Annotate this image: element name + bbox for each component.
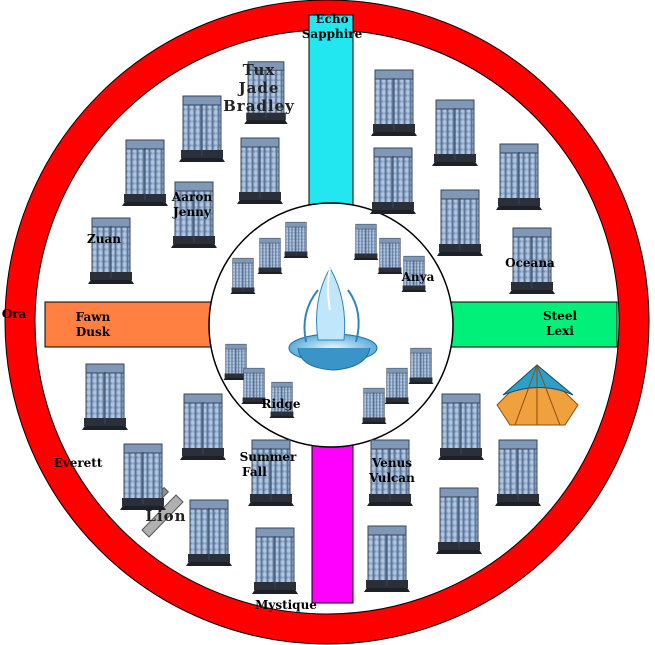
label-fawn: Fawn [75, 310, 111, 324]
building-icon [436, 189, 484, 256]
building-icon [230, 257, 256, 294]
building-icon [363, 525, 411, 592]
label-venus-vulcan: Venus Vulcan [362, 456, 422, 486]
building-icon [179, 393, 227, 460]
label-venus: Venus [371, 456, 413, 470]
building-icon [283, 221, 309, 258]
label-jenny: Jenny [173, 205, 211, 219]
building-icon [121, 139, 169, 206]
building-icon [353, 223, 379, 260]
road-east [449, 301, 618, 348]
label-top-left-tower: Tux Jade Bradley [214, 61, 304, 115]
building-icon [185, 499, 233, 566]
building-icon [370, 69, 418, 136]
label-jade: Jade [238, 79, 280, 97]
label-tux: Tux [242, 61, 276, 79]
ring-outer-edge [4, 0, 650, 645]
label-summer: Summer [239, 450, 297, 464]
building-icon [257, 237, 283, 274]
label-west-road: Fawn Dusk [68, 310, 118, 340]
building-icon [361, 387, 387, 424]
building-icon [384, 367, 410, 404]
building-icon [431, 99, 479, 166]
label-fall: Fall [242, 465, 267, 479]
building-icon [408, 347, 434, 384]
building-icon [87, 217, 135, 284]
label-sapphire: Sapphire [301, 27, 363, 41]
label-echo: Echo [315, 12, 349, 26]
label-oceana: Oceana [505, 256, 555, 270]
fountain-icon [288, 266, 378, 371]
label-mystique: Mystique [255, 598, 317, 612]
building-icon [236, 137, 284, 204]
label-bradley: Bradley [223, 97, 295, 115]
label-steel: Steel [542, 309, 578, 323]
building-icon [81, 363, 129, 430]
building-icon [435, 487, 483, 554]
circus-tent-icon [496, 364, 579, 426]
label-lexi: Lexi [546, 324, 574, 338]
label-ridge: Ridge [261, 397, 301, 411]
road-south [311, 437, 354, 604]
building-icon [369, 147, 417, 214]
building-icon [377, 237, 403, 274]
label-east-road: Steel Lexi [535, 309, 585, 339]
building-icon [495, 143, 543, 210]
road-north [308, 14, 354, 211]
label-ora: Ora [1, 307, 27, 321]
label-north-gate: Echo Sapphire [295, 12, 369, 42]
label-everett: Everett [53, 456, 103, 470]
label-anya: Anya [401, 270, 435, 284]
label-dusk: Dusk [75, 325, 111, 339]
building-icon [494, 439, 542, 506]
building-icon [437, 393, 485, 460]
label-vulcan: Vulcan [369, 471, 415, 485]
label-zuan: Zuan [87, 232, 121, 246]
label-aaron-jenny: Aaron Jenny [164, 190, 220, 220]
building-icon [251, 527, 299, 594]
label-summer-fall: Summer Fall [236, 450, 300, 480]
building-icon [119, 443, 167, 510]
label-lion: Lion [145, 507, 187, 525]
label-aaron: Aaron [171, 190, 213, 204]
